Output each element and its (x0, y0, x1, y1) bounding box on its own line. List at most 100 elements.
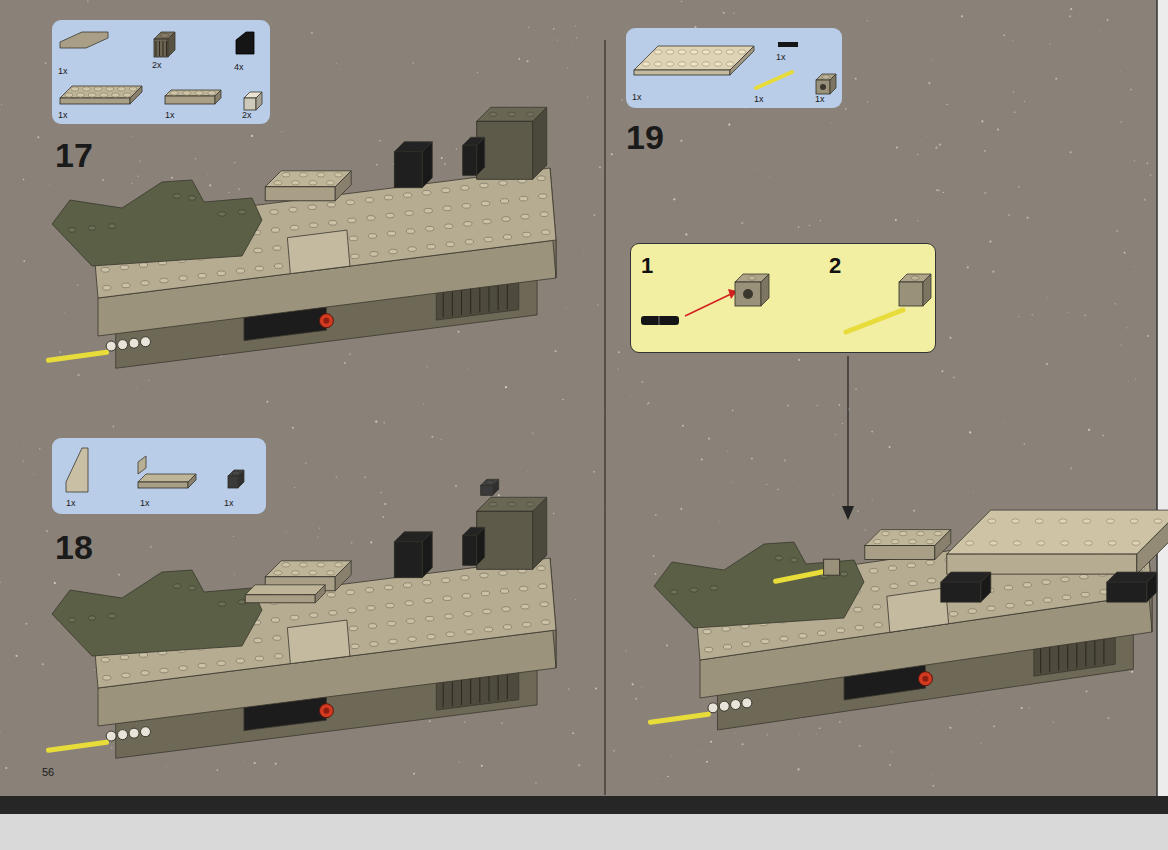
star-dot (1107, 19, 1109, 21)
star-dot (867, 20, 868, 21)
model-step-19-part (1042, 580, 1050, 585)
star-dot (209, 184, 211, 186)
model-step-18-part (443, 596, 451, 601)
model-step-17-part (387, 231, 395, 236)
model-step-18-part (483, 609, 491, 614)
model-step-19-part (799, 634, 807, 639)
model-step-19-part (670, 590, 678, 594)
star-dot (413, 62, 414, 63)
star-dot (842, 423, 843, 424)
model-step-19-part (1037, 541, 1045, 545)
star-dot (855, 388, 857, 390)
model-step-19-part (918, 672, 932, 686)
model-step-18-part (443, 681, 444, 708)
model-step-19-part (1004, 585, 1012, 590)
model-step-18-part (445, 614, 453, 619)
star-dot (742, 743, 744, 745)
part-icon (659, 316, 660, 325)
part-quantity: 2x (152, 60, 162, 71)
part-icon (60, 98, 130, 104)
star-dot (817, 405, 818, 406)
star-dot (735, 732, 737, 734)
part-icon (188, 474, 196, 488)
part-icon (678, 50, 686, 54)
model-step-19-part (719, 701, 729, 711)
model-step-19-part (1080, 574, 1088, 579)
model-step-17-part (423, 190, 431, 195)
model-step-17-part (308, 205, 316, 210)
star-dot (340, 68, 342, 70)
star-dot (233, 536, 234, 537)
star-dot (673, 198, 675, 200)
model-step-17-part (542, 230, 550, 235)
model-step-18-part (118, 730, 128, 740)
model-step-17-part (384, 195, 392, 200)
part-quantity: 4x (234, 62, 244, 73)
model-step-17-part (367, 216, 375, 221)
star-dot (864, 529, 866, 531)
model-step-18-part (108, 614, 116, 618)
star-dot (587, 97, 588, 98)
star-dot (871, 431, 873, 433)
model-step-17-part (335, 171, 351, 201)
model-step-18-part (349, 626, 357, 631)
model-step-18-part (217, 661, 225, 666)
part-quantity: 1x (58, 66, 68, 77)
model-step-17-part (118, 340, 128, 350)
part-icon (726, 62, 734, 66)
star-dot (613, 750, 615, 752)
part-quantity: 1x (754, 94, 764, 105)
model-step-18-part (477, 527, 485, 565)
model-step-17-part (254, 248, 262, 253)
star-dot (16, 444, 18, 446)
part-icon (166, 41, 167, 56)
model-step-18-part (351, 644, 359, 649)
model-step-18-part (442, 578, 450, 583)
star-dot (830, 122, 832, 124)
star-dot (1046, 363, 1048, 365)
star-dot (666, 645, 668, 647)
star-dot (706, 761, 708, 763)
star-dot (618, 368, 620, 370)
star-dot (942, 354, 944, 356)
model-step-18-part (309, 571, 317, 575)
page-border (1156, 0, 1158, 796)
model-step-17-part (103, 285, 111, 290)
star-dot (1070, 467, 1072, 469)
star-dot (413, 773, 415, 775)
substep-box: 12 (630, 243, 936, 353)
star-dot (317, 537, 318, 538)
star-dot (165, 765, 167, 767)
substep-number: 2 (829, 254, 841, 278)
page-number: 56 (42, 766, 54, 778)
part-icon (195, 91, 203, 95)
part-icon (690, 50, 698, 54)
star-dot (969, 431, 971, 433)
star-dot (809, 225, 810, 226)
model-step-19-part (987, 606, 995, 611)
model-step-19-part (742, 642, 750, 647)
part-icon (112, 93, 120, 97)
model-step-18-part (271, 618, 279, 623)
part-icon (60, 32, 108, 48)
model-step-18-part (452, 680, 453, 707)
model-step-18-part (122, 673, 130, 678)
model-step-19 (650, 510, 1168, 730)
model-step-18-part (486, 480, 494, 484)
part-icon (738, 50, 746, 54)
part-icon (60, 86, 142, 98)
part-icon (702, 50, 710, 54)
part-icon (654, 62, 662, 66)
star-dot (567, 67, 568, 68)
model-step-17-part (406, 229, 414, 234)
model-step-18-part (274, 654, 282, 659)
star-dot (935, 147, 937, 149)
star-dot (137, 176, 138, 177)
part-icon (232, 471, 240, 475)
star-dot (505, 386, 507, 388)
star-dot (1101, 57, 1103, 59)
model-step-18-part (403, 583, 411, 588)
star-dot (727, 450, 728, 451)
model-step-18-part (291, 571, 299, 575)
